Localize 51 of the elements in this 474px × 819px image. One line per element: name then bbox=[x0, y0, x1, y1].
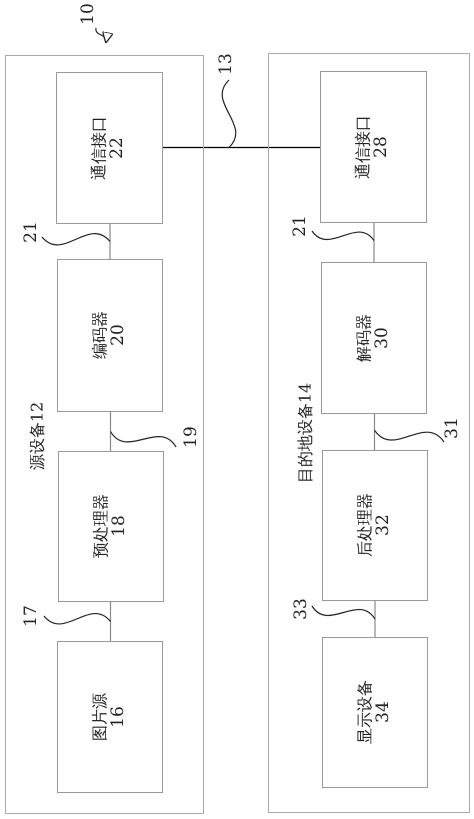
device-panel bbox=[268, 53, 470, 813]
reference-number: 10 bbox=[78, 3, 98, 25]
reference-number: 32 bbox=[374, 513, 394, 538]
component-box bbox=[320, 262, 427, 414]
device-title: 目的地设备14 bbox=[296, 382, 316, 484]
reference-number: 13 bbox=[216, 53, 236, 75]
connector-line bbox=[373, 223, 375, 262]
component-box bbox=[322, 636, 428, 788]
component-name: 编码器 bbox=[90, 311, 110, 360]
leader-line bbox=[44, 613, 111, 624]
component-name: 图片源 bbox=[90, 692, 110, 741]
reference-number: 28 bbox=[372, 134, 392, 160]
component-name: 通信接口 bbox=[90, 116, 109, 180]
component-box bbox=[320, 70, 427, 223]
leader-line bbox=[95, 28, 113, 44]
reference-number: 33 bbox=[290, 598, 311, 620]
leader-line bbox=[42, 233, 110, 246]
reference-number: 34 bbox=[374, 700, 394, 726]
reference-number: 16 bbox=[109, 704, 129, 730]
reference-number: 18 bbox=[110, 514, 130, 540]
leader-line bbox=[312, 230, 374, 241]
device-panel bbox=[5, 55, 204, 814]
leader-line bbox=[312, 606, 376, 620]
component-name: 通信接口 bbox=[354, 114, 373, 179]
component-name: 后处理器 bbox=[356, 493, 374, 558]
reference-number: 22 bbox=[108, 136, 128, 161]
connector-line bbox=[110, 602, 112, 641]
leader-line bbox=[222, 80, 236, 148]
reference-number: 30 bbox=[373, 326, 393, 351]
reference-number: 21 bbox=[290, 214, 310, 236]
reference-number: 17 bbox=[20, 604, 41, 626]
reference-number: 19 bbox=[180, 426, 201, 448]
leader-line bbox=[374, 430, 444, 442]
leader-line bbox=[110, 431, 176, 448]
connector-line bbox=[110, 412, 112, 451]
connector-line bbox=[374, 414, 376, 450]
component-box bbox=[322, 450, 428, 601]
connector-line bbox=[374, 601, 376, 637]
component-box bbox=[56, 258, 163, 412]
reference-number: 20 bbox=[109, 323, 129, 348]
component-name: 显示设备 bbox=[356, 680, 374, 744]
component-box bbox=[56, 640, 163, 793]
component-box bbox=[56, 72, 163, 224]
component-name: 预处理器 bbox=[92, 494, 110, 558]
component-name: 解码器 bbox=[354, 314, 374, 362]
component-box bbox=[58, 450, 164, 602]
reference-number: 31 bbox=[442, 416, 462, 438]
connector-line bbox=[163, 146, 320, 148]
connector-line bbox=[109, 224, 111, 259]
device-title: 源设备12 bbox=[28, 402, 48, 470]
reference-number: 21 bbox=[20, 220, 41, 242]
